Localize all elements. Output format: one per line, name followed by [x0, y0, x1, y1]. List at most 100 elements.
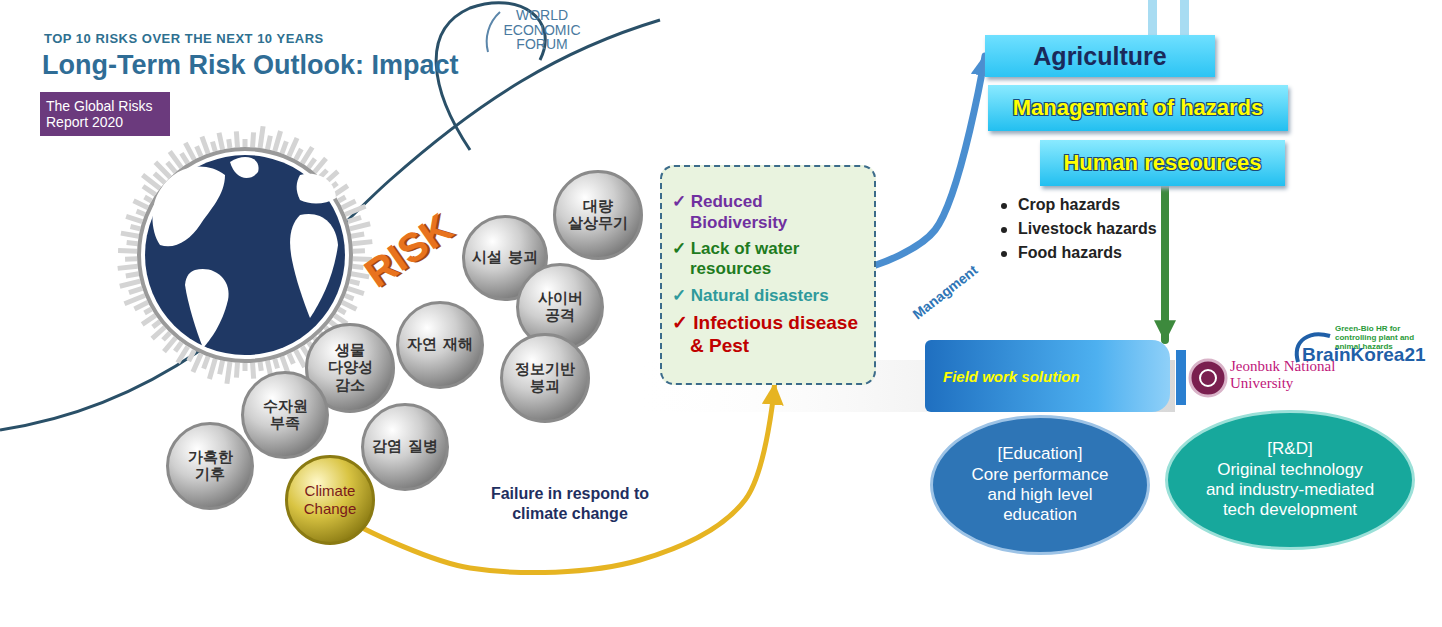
skyline-building — [349, 279, 360, 286]
bullet-item: Food hazards — [1018, 244, 1122, 262]
solution-banner: Field work solution — [925, 340, 1170, 412]
skyline-building — [293, 148, 303, 161]
program-logo: BrainKorea21 — [1302, 344, 1426, 366]
node-text: ✓ Reduced Biodiversity — [672, 192, 864, 233]
climate-ball: Climate Change — [285, 455, 375, 545]
skyline-building — [200, 136, 211, 155]
risk-ball: 자연 재해 — [396, 301, 484, 389]
skyline-building — [250, 363, 256, 379]
subtitle: TOP 10 RISKS OVER THE NEXT 10 YEARS — [44, 31, 324, 46]
skyline-building — [125, 271, 139, 278]
skyline-building — [125, 256, 137, 261]
node-text: Climate Change — [295, 482, 365, 518]
node-text: 감염 질병 — [372, 438, 438, 455]
skyline-building — [243, 139, 248, 147]
edge-label: Failure in respond to climate change — [470, 484, 670, 524]
skyline-building — [201, 356, 210, 370]
shape-fill — [243, 373, 328, 458]
skyline-building — [224, 362, 232, 384]
banner: Agriculture — [985, 35, 1215, 77]
node-text: ✓ Natural disasters — [672, 286, 864, 306]
risk-ball: 수자원 부족 — [241, 371, 329, 459]
skyline-building — [265, 135, 273, 150]
node-text: 자연 재해 — [407, 336, 473, 353]
skyline-building — [347, 215, 362, 224]
logo-text: WORLD ECONOMIC FORUM — [497, 8, 587, 52]
skyline-building — [179, 152, 190, 165]
node-text: 가혹한 기후 — [177, 449, 243, 484]
skyline-building — [258, 126, 266, 148]
shape-fill — [398, 303, 483, 388]
skyline-building — [287, 353, 296, 365]
bullet — [1001, 203, 1007, 209]
rnd-ellipse: [R&D]Original technology and industry-me… — [1165, 410, 1415, 550]
edge-label: Managment — [909, 262, 980, 323]
swoosh-curve — [0, 20, 660, 430]
skyline-building — [130, 224, 141, 231]
banner: Human reseources — [1040, 140, 1285, 186]
skyline-building — [128, 286, 143, 295]
risk-ball: 정보기반 붕괴 — [500, 333, 590, 423]
shape-fill — [168, 424, 253, 509]
skyline-building — [150, 325, 166, 340]
shape-fill — [502, 335, 589, 422]
skyline-building — [168, 150, 184, 169]
skyline-building — [243, 363, 248, 371]
skyline-building — [183, 142, 196, 161]
node-text: 생물 다양성 감소 — [317, 342, 383, 394]
skyline-building — [352, 239, 372, 246]
risk-ball: 대량 살상무기 — [553, 170, 643, 260]
node-text: Original technology and industry-mediate… — [1205, 460, 1375, 521]
globe-ring — [139, 149, 351, 361]
skyline-building — [124, 293, 146, 306]
skyline-building — [347, 286, 365, 296]
skyline-building — [126, 240, 137, 246]
skyline-building — [226, 139, 232, 149]
node-text: 수자원 부족 — [252, 398, 318, 433]
bullet-item: Livestock hazards — [1018, 220, 1157, 238]
skyline-building — [234, 131, 240, 147]
node-text: Human reseources — [1063, 150, 1261, 176]
node-text: Agriculture — [1033, 42, 1166, 71]
skyline-building — [217, 132, 225, 150]
education-ellipse: [Education]Core performance and high lev… — [930, 415, 1150, 555]
skyline-building — [217, 360, 225, 375]
banner-pole — [1180, 0, 1189, 40]
skyline-building — [210, 141, 218, 152]
globe — [145, 155, 345, 355]
skyline-building — [125, 214, 143, 224]
skyline-building — [344, 293, 354, 301]
banner-pole — [1148, 0, 1157, 40]
report-badge: The Global Risks Report 2020 — [40, 92, 170, 136]
skyline-building — [344, 204, 366, 217]
university-emblem — [1200, 370, 1216, 386]
impact-box: ✓ Reduced Biodiversity ✓ Lack of water re… — [660, 165, 876, 385]
node-text: Core performance and high level educatio… — [965, 465, 1115, 526]
skyline-building — [141, 313, 157, 326]
continents — [153, 157, 339, 348]
skyline-building — [351, 232, 365, 239]
shape-fill — [287, 457, 374, 544]
skyline-building — [119, 279, 141, 289]
node-text: [Education] — [955, 444, 1125, 464]
university-emblem — [1190, 360, 1226, 396]
skyline-building — [272, 358, 280, 369]
skyline-building — [250, 132, 256, 147]
banner: Management of hazards — [988, 85, 1288, 131]
shape-fill — [555, 172, 642, 259]
node-text: 정보기반 붕괴 — [512, 361, 578, 396]
node-text: ✓ Lack of water resources — [672, 239, 864, 280]
skyline-building — [194, 145, 203, 157]
risk-ball: 감염 질병 — [361, 403, 449, 491]
bullet — [1001, 251, 1007, 257]
skyline-building — [186, 349, 196, 362]
bullet — [1001, 227, 1007, 233]
node-text: Field work solution — [943, 368, 1080, 385]
logo-arc — [487, 12, 500, 52]
node-text: 대량 살상무기 — [565, 198, 631, 233]
shape-fill — [1167, 412, 1414, 549]
risk-word: RISK — [357, 206, 458, 294]
skyline-building — [120, 231, 139, 239]
skyline-building — [353, 248, 365, 253]
